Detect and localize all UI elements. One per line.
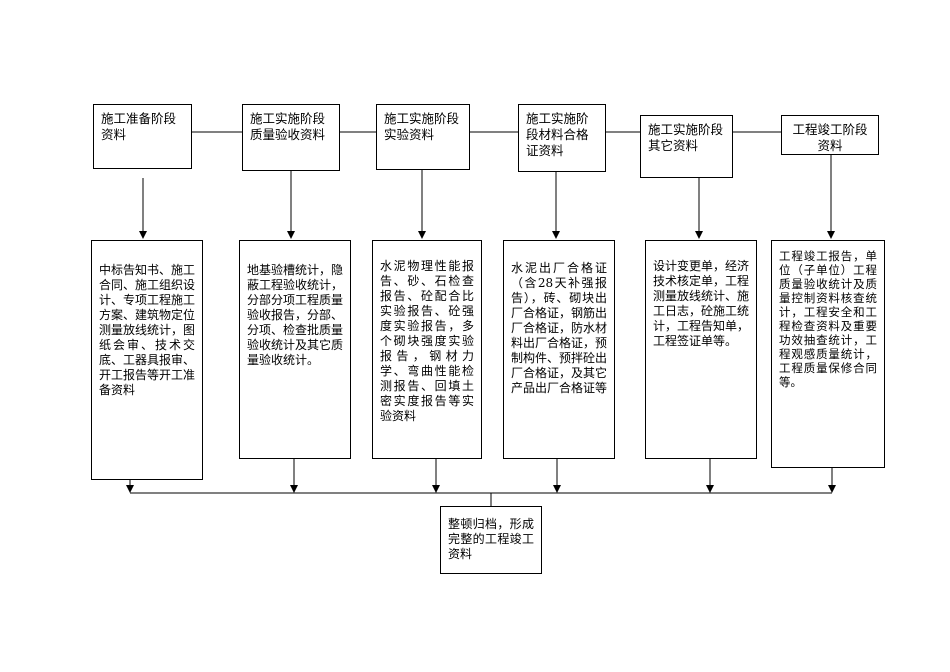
stage-5-title-box: 施工实施阶段其它资料 xyxy=(640,115,733,178)
stage-2-title-box: 施工实施阶段质量验收资料 xyxy=(242,104,340,171)
stage-6-title-box: 工程竣工阶段资料 xyxy=(781,115,879,155)
stage-6-content-box: 工程竣工报告，单位（子单位）工程质量验收统计及质量控制资料核查统计，工程安全和工… xyxy=(771,240,885,468)
stage-3-title-box: 施工实施阶段实验资料 xyxy=(376,104,470,170)
stage-1-content-box: 中标告知书、施工合同、施工组织设计、专项工程施工方案、建筑物定位测量放线统计，图… xyxy=(91,240,203,480)
stage-5-content-box: 设计变更单，经济技术核定单，工程测量放线统计、施工日志，砼施工统计，工程告知单，… xyxy=(645,240,757,459)
final-archive-box: 整顿归档，形成完整的工程竣工资料 xyxy=(440,506,542,574)
stage-4-content-box: 水泥出厂合格证（含28天补强报告），砖、砌块出厂合格证，钢筋出厂合格证，防水材料… xyxy=(503,240,615,459)
stage-1-title-box: 施工准备阶段资料 xyxy=(93,104,192,169)
stage-2-content-box: 地基验槽统计，隐蔽工程验收统计，分部分项工程质量验收报告，分部、分项、检查批质量… xyxy=(239,240,351,459)
stage-4-title-box: 施工实施阶段材料合格证资料 xyxy=(518,104,606,172)
stage-3-content-box: 水泥物理性能报告、砂、石检查报告、砼配合比实验报告、砼强度实验报告，多个砌块强度… xyxy=(372,240,482,459)
